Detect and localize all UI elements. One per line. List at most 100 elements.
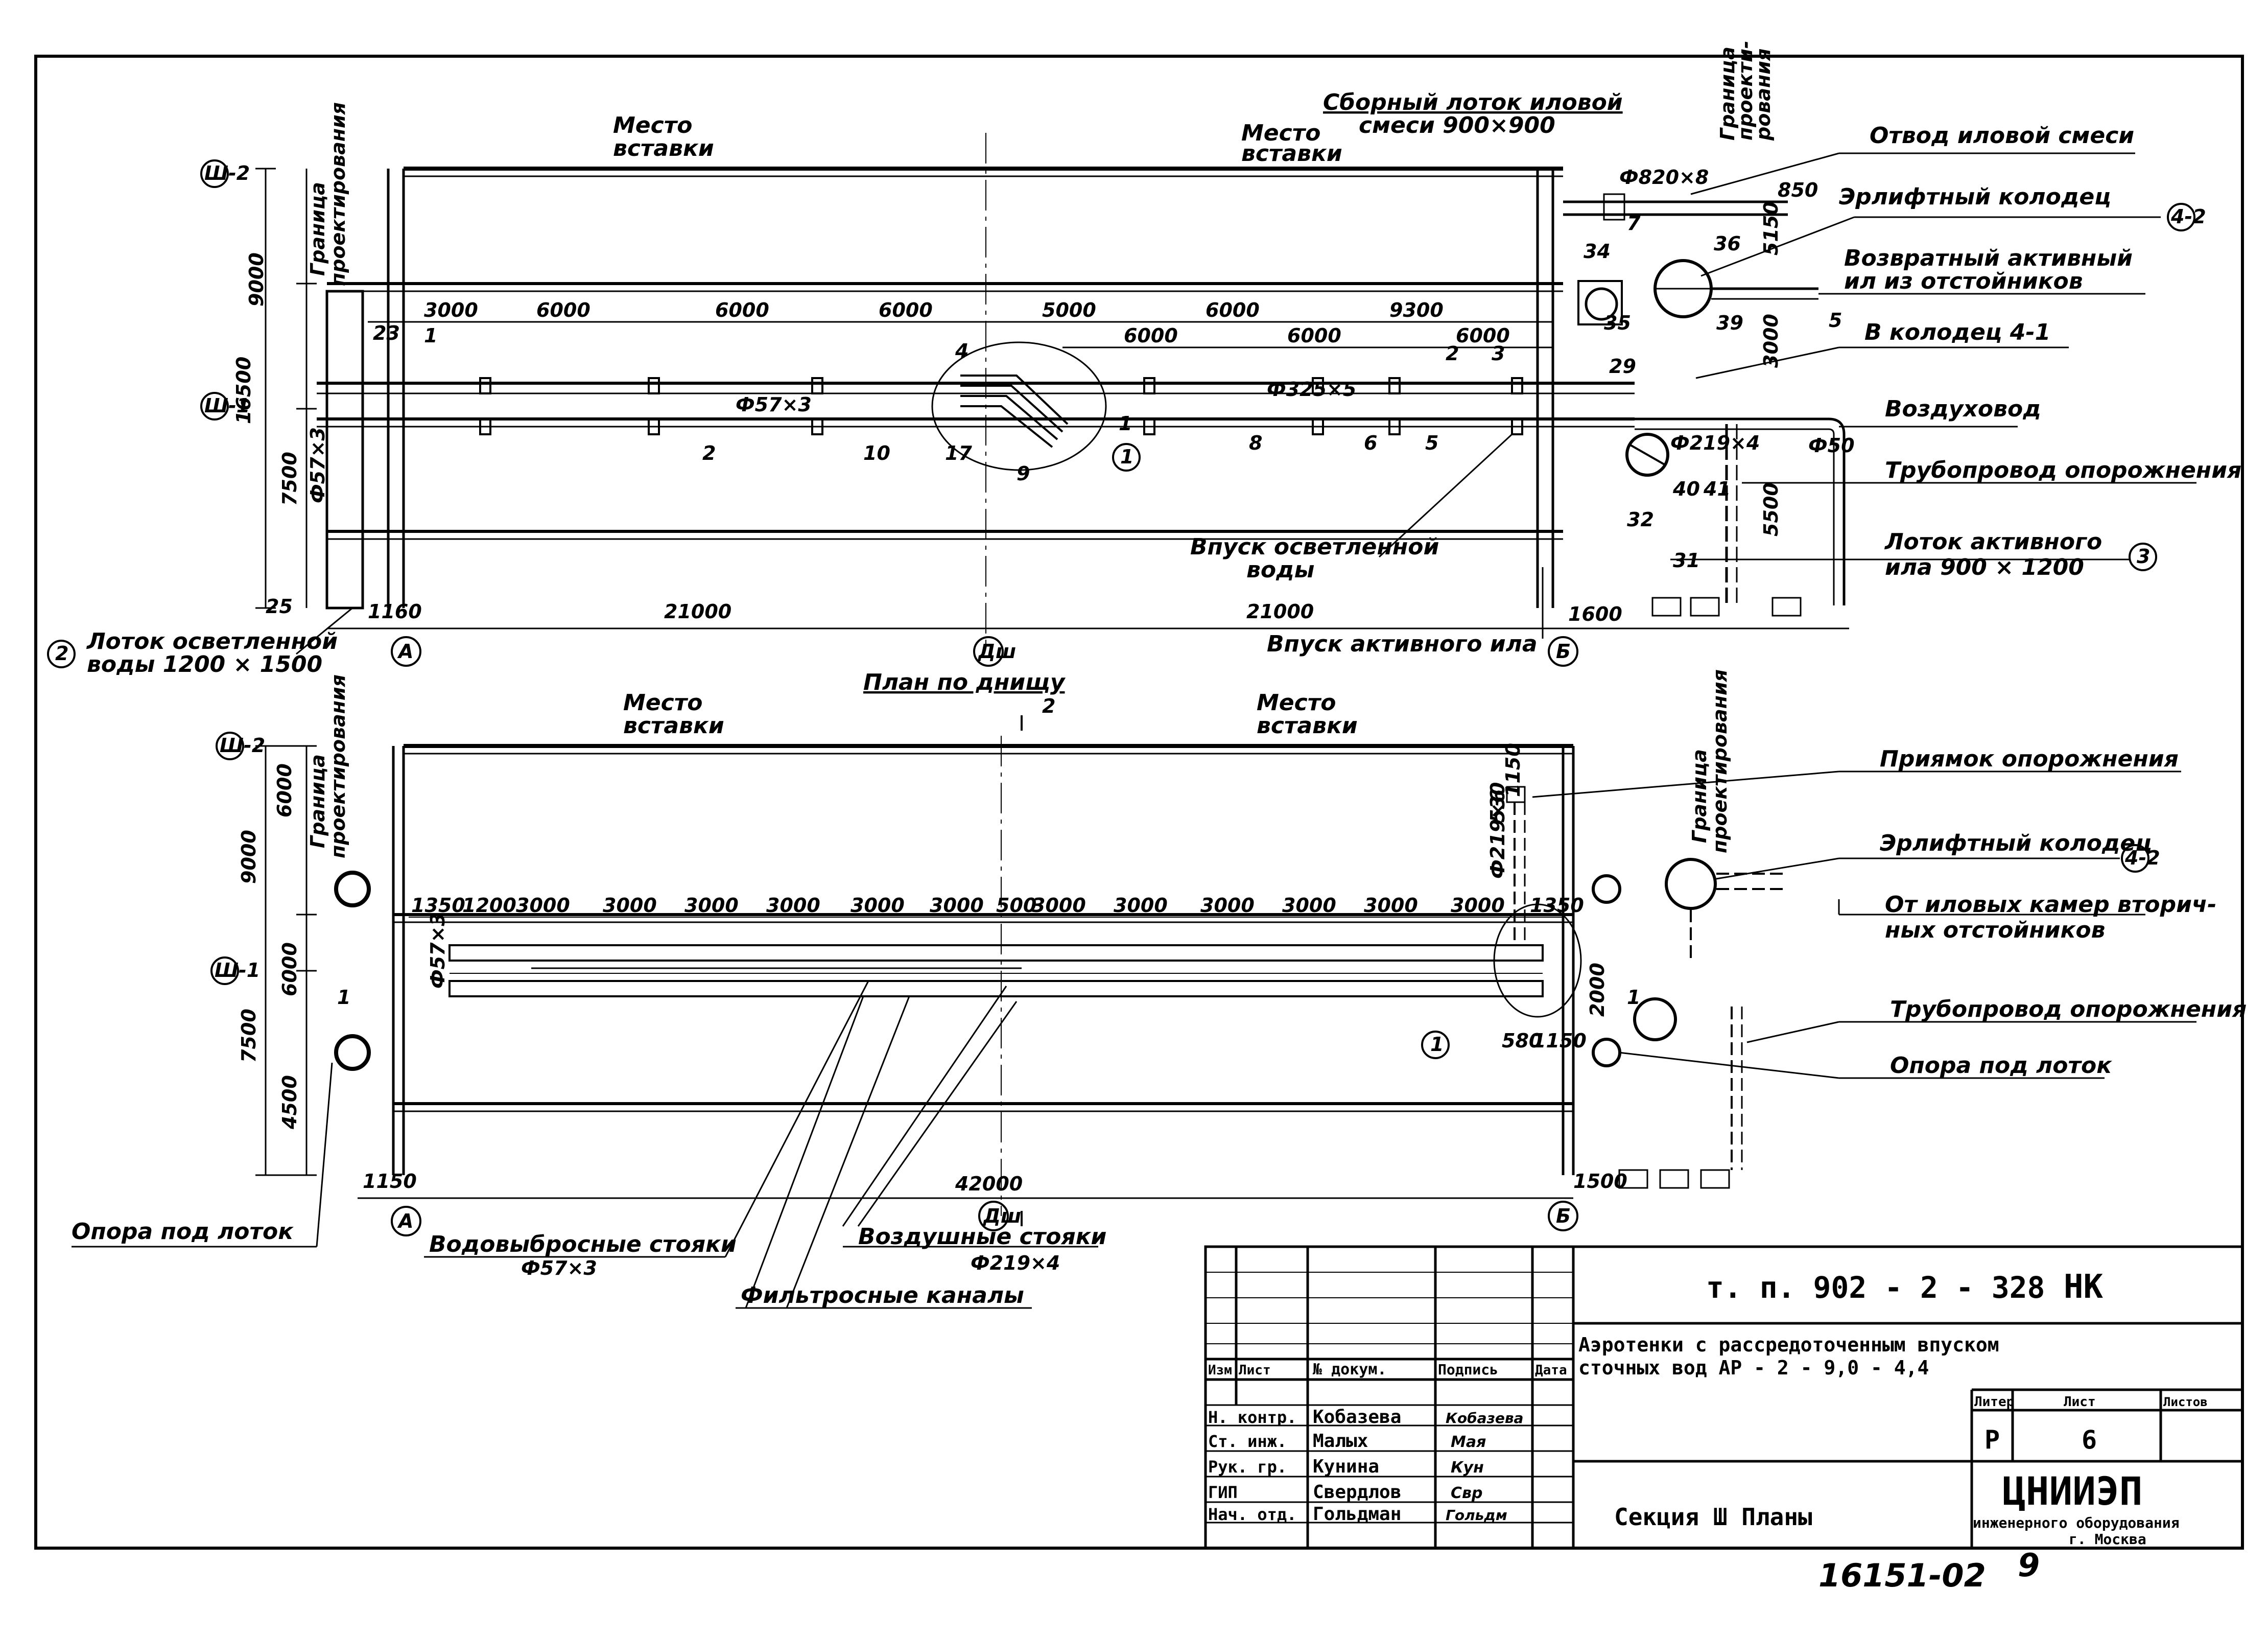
- ann-air-duct: Воздуховод: [1885, 396, 2041, 422]
- dim-right-850: 850: [1778, 179, 1818, 201]
- inv-number: 16151-02: [1818, 1557, 1986, 1594]
- b-axis-dsh: Дш: [983, 1205, 1021, 1227]
- pos-2a: 2: [702, 442, 716, 464]
- b-span-1: 1200: [462, 894, 516, 917]
- b-boundary-a: Граница: [306, 754, 329, 848]
- dim-span-2: 6000: [715, 299, 769, 321]
- dim-v-16500: 16500: [232, 357, 255, 424]
- b-boundary-right-a: Граница: [1688, 749, 1711, 843]
- pos-6: 6: [1364, 432, 1377, 454]
- b-ann-from-chambers-b: ных отстойников: [1885, 917, 2105, 943]
- tb-name-0: Кобазева: [1313, 1407, 1401, 1428]
- dim-span-4: 5000: [1042, 299, 1096, 321]
- circle-ref-1: 1: [1120, 446, 1133, 468]
- b-small-dia219: Ф219×6: [1486, 789, 1509, 879]
- leader-lines: [72, 152, 2196, 1309]
- tb-stage-header: Литер: [1974, 1394, 2014, 1410]
- dim-span-3: 6000: [879, 299, 933, 321]
- top-plan: [255, 133, 1849, 649]
- tb-org-name: ЦНИИЭП: [2002, 1468, 2143, 1514]
- title-block-text: т. п. 902 - 2 - 328 НК Аэротенки с расср…: [1208, 1268, 2208, 1548]
- b-ann-water-risers-dia: Ф57×3: [521, 1257, 597, 1279]
- ann-clarified-channel-b: воды 1200 × 1500: [87, 651, 322, 677]
- b-span-0: 1350: [411, 894, 465, 917]
- tb-col-rev: Изм.: [1208, 1363, 1240, 1378]
- dim-bottom-1160: 1160: [368, 600, 422, 623]
- b-ann-support: Опора под лоток: [1890, 1053, 2112, 1079]
- tb-sheet: 6: [2082, 1425, 2097, 1455]
- pos-36: 36: [1714, 232, 1741, 255]
- b-insert-1a: Место: [623, 690, 702, 716]
- b-ann-filter-channels: Фильтросные каналы: [741, 1282, 1024, 1308]
- top-axis-markers: [47, 159, 2195, 668]
- pipe-dia-57-left: Ф57×3: [306, 427, 329, 503]
- pos-2b: 2: [1446, 342, 1459, 365]
- pipe-dia-219: Ф219×4: [1670, 432, 1760, 454]
- page-number: 9: [2018, 1547, 2040, 1584]
- b-axis-mid: Ш-1: [215, 959, 260, 981]
- b-span-10: 3000: [1114, 894, 1168, 917]
- b-span-8: 500: [996, 894, 1036, 917]
- b-insert-2b: вставки: [1257, 713, 1358, 739]
- silt-channel-label-a: Сборный лоток иловой: [1323, 89, 1623, 115]
- tb-role-1: Ст. инж.: [1208, 1432, 1287, 1451]
- dim-right-5500: 5500: [1760, 482, 1782, 536]
- design-boundary-right-b: проекти-: [1734, 40, 1757, 141]
- pos-29: 29: [1609, 355, 1636, 378]
- pos-25: 25: [266, 595, 293, 618]
- pos-10: 10: [863, 442, 890, 464]
- b-boundary-right-b: проектирования: [1709, 669, 1731, 853]
- b-small-530: 530: [1486, 782, 1509, 823]
- insert-place-2a: Место: [1241, 120, 1320, 146]
- b-ann-water-risers: Водовыбросные стояки: [429, 1231, 737, 1257]
- b-dim-v-4500: 4500: [278, 1075, 301, 1130]
- tb-sheets-header: Листов: [2163, 1395, 2208, 1409]
- top-plan-text: Место вставки Место вставки Сборный лото…: [55, 40, 2241, 677]
- axis-letter-b: Б: [1556, 640, 1571, 663]
- b-dim-v-6000b: 6000: [278, 942, 301, 996]
- b-ann-air-risers-dia: Ф219×4: [971, 1252, 1060, 1274]
- tb-org-sub: инженерного оборудования: [1973, 1514, 2180, 1531]
- ann-sludge-channel-b: ила 900 × 1200: [1885, 554, 2084, 580]
- ann-airlift-well: Эрлифтный колодец: [1839, 184, 2111, 210]
- b-small-2000: 2000: [1586, 963, 1609, 1017]
- dim-right-3000: 3000: [1760, 314, 1782, 368]
- tb-name-1: Аэротенки с рассредоточенным впуском: [1578, 1334, 1999, 1356]
- b-ann-support-left: Опора под лоток: [72, 1219, 294, 1245]
- b-dim-1150: 1150: [363, 1170, 417, 1193]
- b-section-1-right: 1: [1627, 986, 1640, 1009]
- b-span-3: 3000: [603, 894, 657, 917]
- b-span-15: 1350: [1530, 894, 1584, 917]
- design-boundary-b: проектирования: [327, 102, 349, 286]
- b-span-12: 3000: [1282, 894, 1336, 917]
- title-block-grid: [1204, 1245, 2244, 1550]
- design-boundary-right-a: Граница: [1716, 46, 1739, 141]
- circle-ref-2: 2: [55, 642, 68, 665]
- axis-mark-mid: Ш-1: [204, 394, 250, 417]
- b-ann-air-risers: Воздушные стояки: [858, 1224, 1106, 1250]
- dim-span-0: 3000: [424, 299, 478, 321]
- pos-35: 35: [1604, 312, 1631, 334]
- b-section-1: 1: [337, 986, 350, 1009]
- dim-span2-0: 6000: [1124, 324, 1178, 347]
- dim-v-7500: 7500: [278, 452, 301, 506]
- tb-col-doc: № докум.: [1313, 1361, 1387, 1378]
- bottom-axis-markers: [210, 732, 2149, 1236]
- ann-clarified-channel-a: Лоток осветленной: [86, 628, 338, 655]
- tb-code: т. п. 902 - 2 - 328: [1706, 1270, 2045, 1305]
- pos-1-circle: 1: [1119, 412, 1132, 435]
- pos-32: 32: [1627, 508, 1654, 531]
- b-boundary-b: проектирования: [327, 674, 349, 858]
- tb-stage: Р: [1984, 1425, 2000, 1455]
- ann-drain-pipe: Трубопровод опорожнения: [1885, 457, 2241, 483]
- tb-sign-2: Кун: [1451, 1459, 1484, 1477]
- tb-sign-4: Гольдм: [1446, 1507, 1507, 1524]
- pos-3: 3: [1492, 342, 1505, 365]
- bottom-plan-text: План по днищу Место вставки Место вставк…: [72, 669, 2247, 1308]
- sheet-frame: [34, 55, 2244, 1550]
- dim-span-6: 9300: [1389, 299, 1444, 321]
- tb-org-city: г. Москва: [2069, 1531, 2146, 1548]
- b-span-14: 3000: [1451, 894, 1505, 917]
- axis-letter-a: А: [397, 640, 413, 663]
- pos-1: 1: [424, 324, 437, 347]
